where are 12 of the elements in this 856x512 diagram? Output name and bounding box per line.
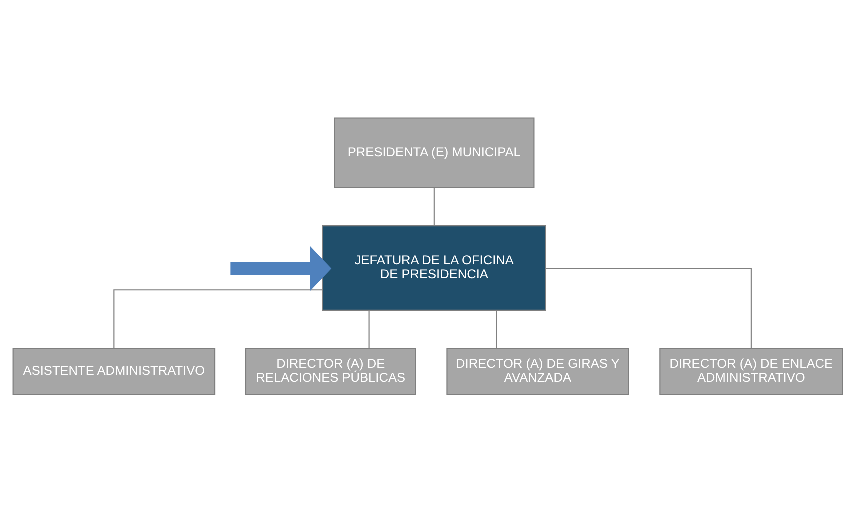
node-box: JEFATURA DE LA OFICINA DE PRESIDENCIA (322, 225, 546, 310)
node-box: ASISTENTE ADMINISTRATIVO (12, 348, 216, 395)
connector (434, 187, 435, 226)
connector (546, 268, 752, 348)
connector (496, 310, 498, 348)
node-box: PRESIDENTA (E) MUNICIPAL (334, 117, 535, 188)
connector (368, 310, 370, 348)
connector (114, 289, 323, 348)
node-box: DIRECTOR (A) DE RELACIONES PÚBLICAS (245, 348, 416, 395)
node-box: DIRECTOR (A) DE ENLACE ADMINISTRATIVO (660, 348, 844, 395)
node-box: DIRECTOR (A) DE GIRAS Y AVANZADA (446, 348, 630, 395)
arrow (230, 246, 332, 292)
